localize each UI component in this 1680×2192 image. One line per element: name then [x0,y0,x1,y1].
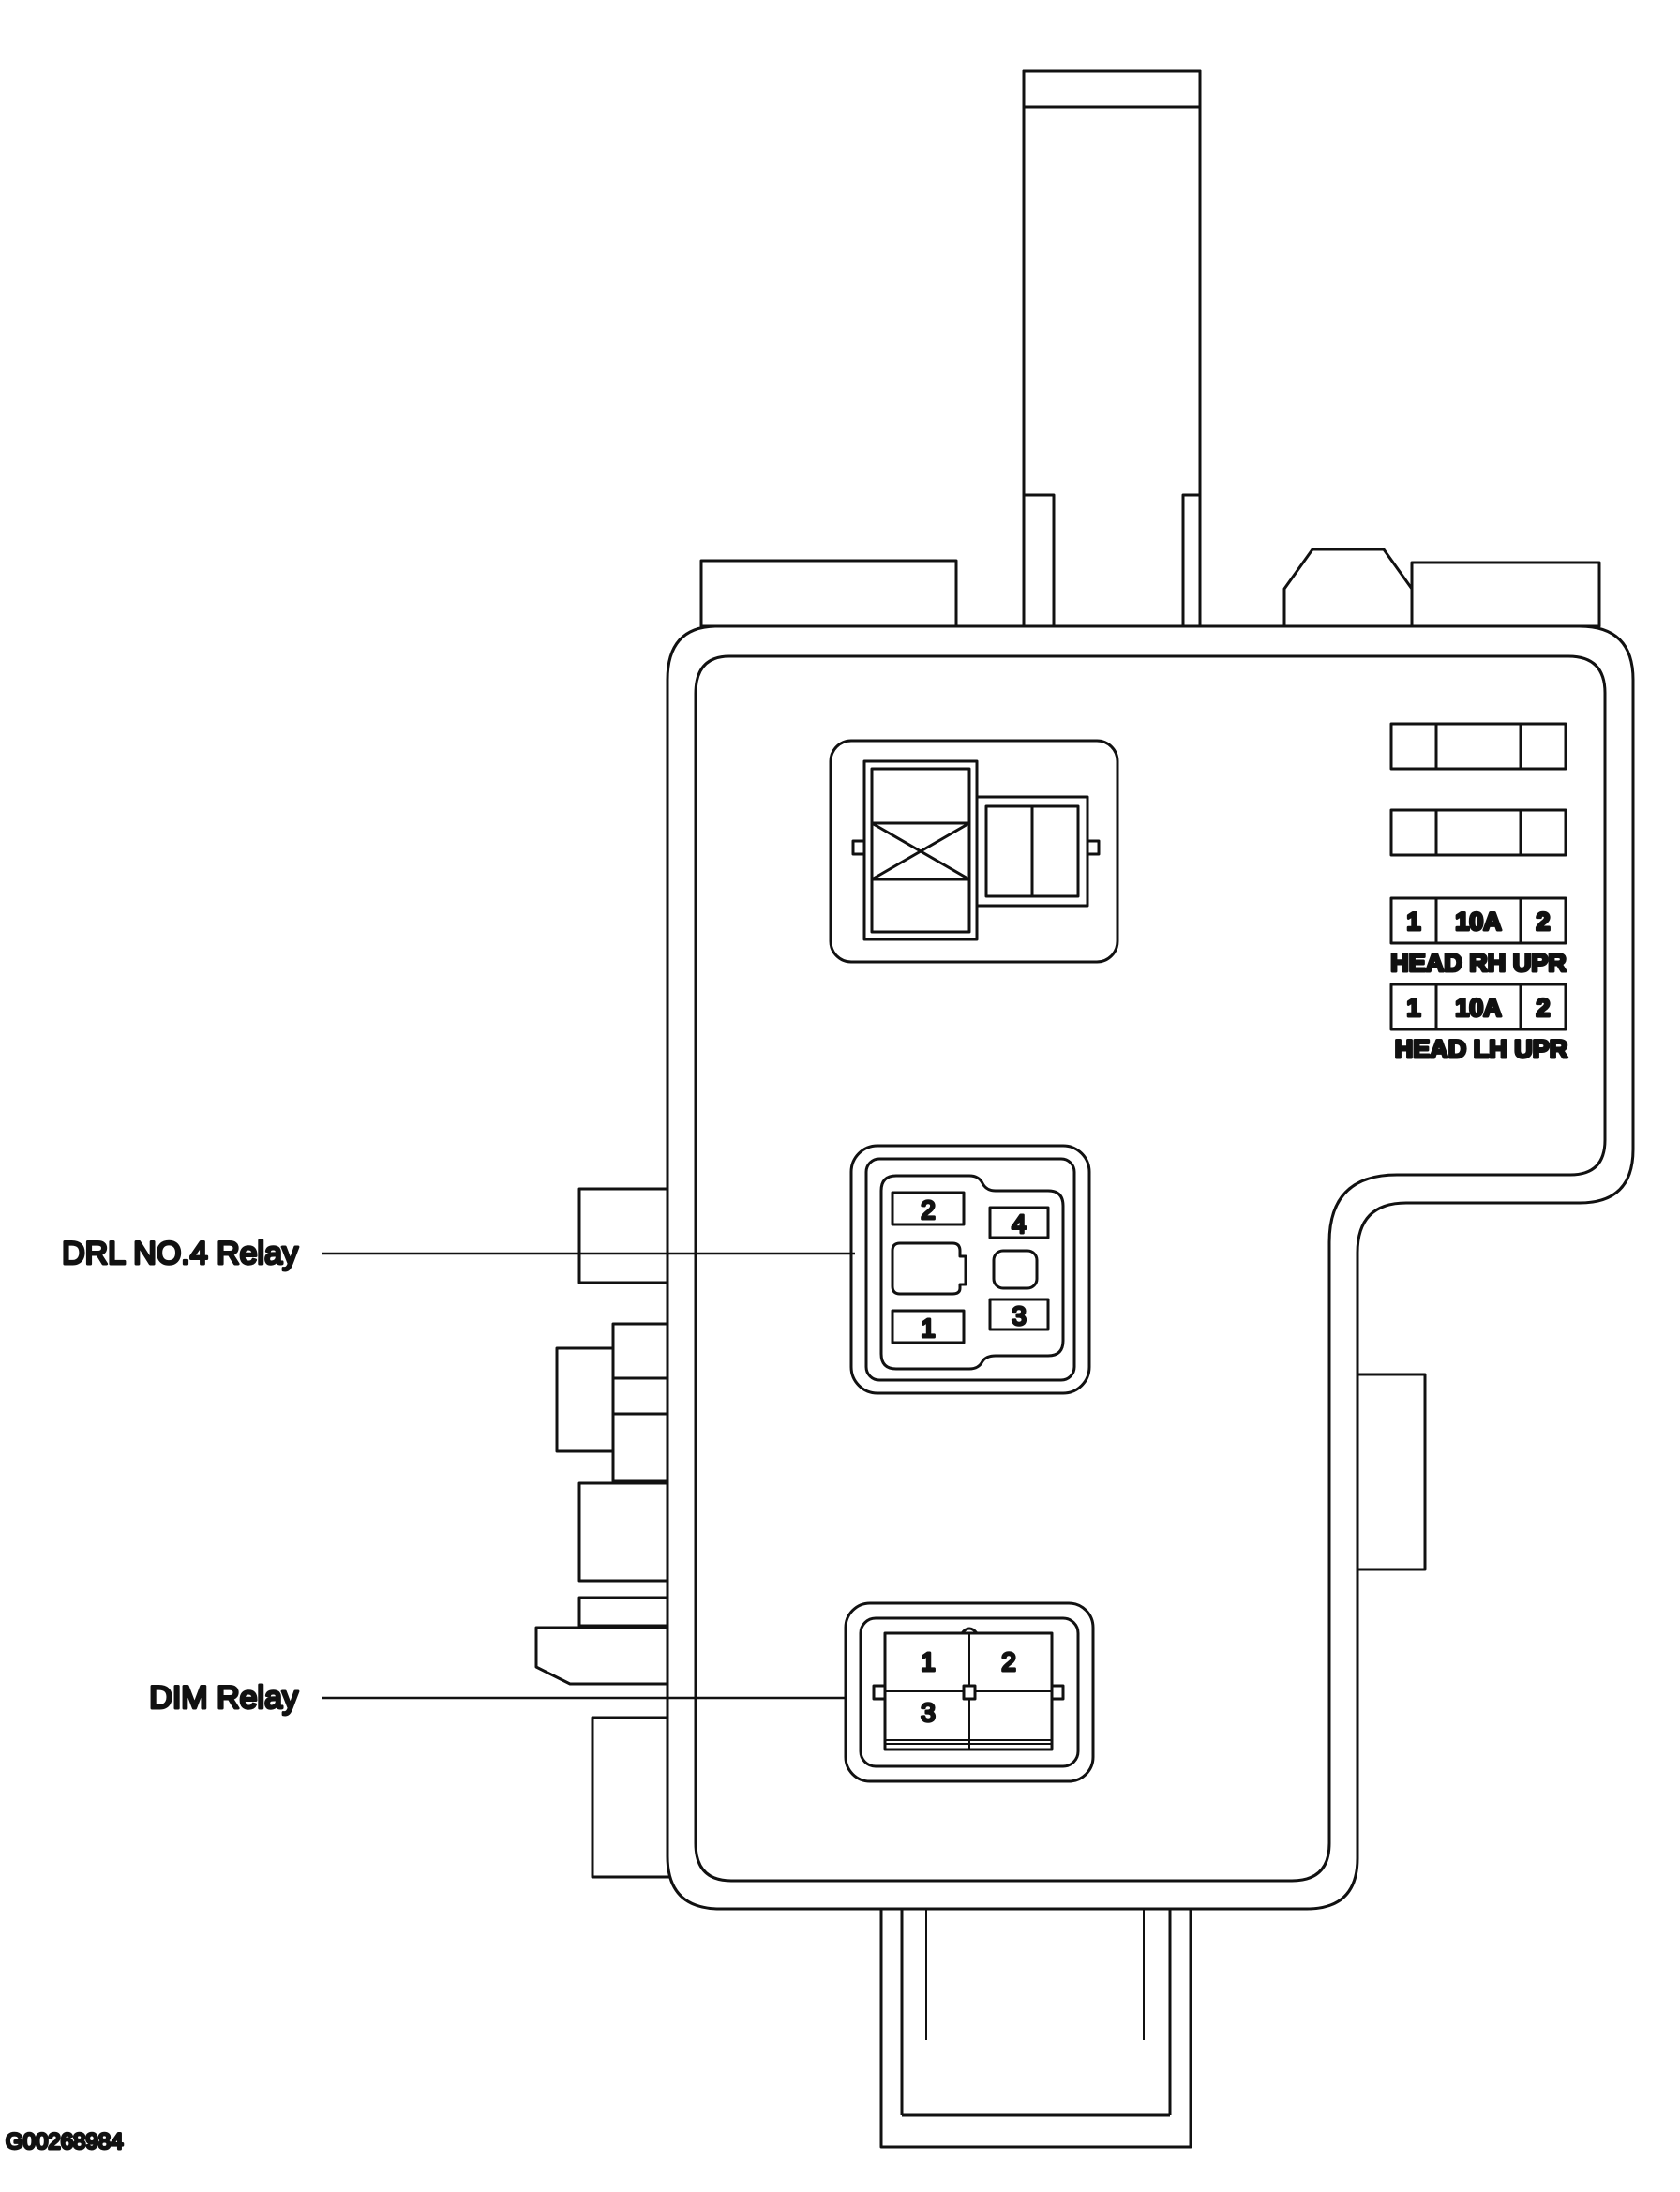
fuse-pin-left: 1 [1406,908,1420,936]
housing-inner [694,654,1607,1883]
dim-relay-pin-2: 2 [1001,1647,1016,1676]
fuse-slot-empty-1 [1389,722,1568,771]
fuse-head-rh-upr: 1 10A 2 HEAD RH UPR [1389,896,1568,979]
dim-relay-pin-1: 1 [921,1647,936,1676]
dim-relay: 1 2 3 [844,1601,1095,1783]
dim-relay-callout: DIM Relay [148,1679,848,1718]
fuse-pin-left: 1 [1406,994,1420,1022]
drl-relay-callout: DRL NO.4 Relay [61,1235,855,1273]
bottom-connector [879,1907,1192,2149]
drl-relay-pin-4: 4 [1012,1209,1027,1239]
drl-relay-pin-2: 2 [921,1195,936,1224]
housing-outer [666,624,1635,1911]
dim-relay-label: DIM Relay [149,1680,298,1716]
fuse-name: HEAD LH UPR [1395,1035,1568,1063]
fuse-rating: 10A [1455,994,1502,1022]
fuse-slot-empty-2 [1389,808,1568,857]
drl-no4-relay: 2 4 1 3 [849,1144,1091,1395]
top-relay [829,739,1119,964]
fuse-rating: 10A [1455,908,1502,936]
dim-relay-pin-3: 3 [921,1698,936,1727]
figure-code: G00268984 [6,2129,123,2154]
top-connector [1022,69,1202,628]
fuse-name: HEAD RH UPR [1390,949,1567,977]
fuse-pin-right: 2 [1536,994,1550,1022]
drl-relay-pin-1: 1 [921,1314,936,1343]
drl-relay-pin-3: 3 [1012,1301,1027,1330]
fuse-head-lh-upr: 1 10A 2 HEAD LH UPR [1389,983,1569,1065]
fuse-pin-right: 2 [1536,908,1550,936]
drl-relay-label: DRL NO.4 Relay [62,1236,298,1271]
